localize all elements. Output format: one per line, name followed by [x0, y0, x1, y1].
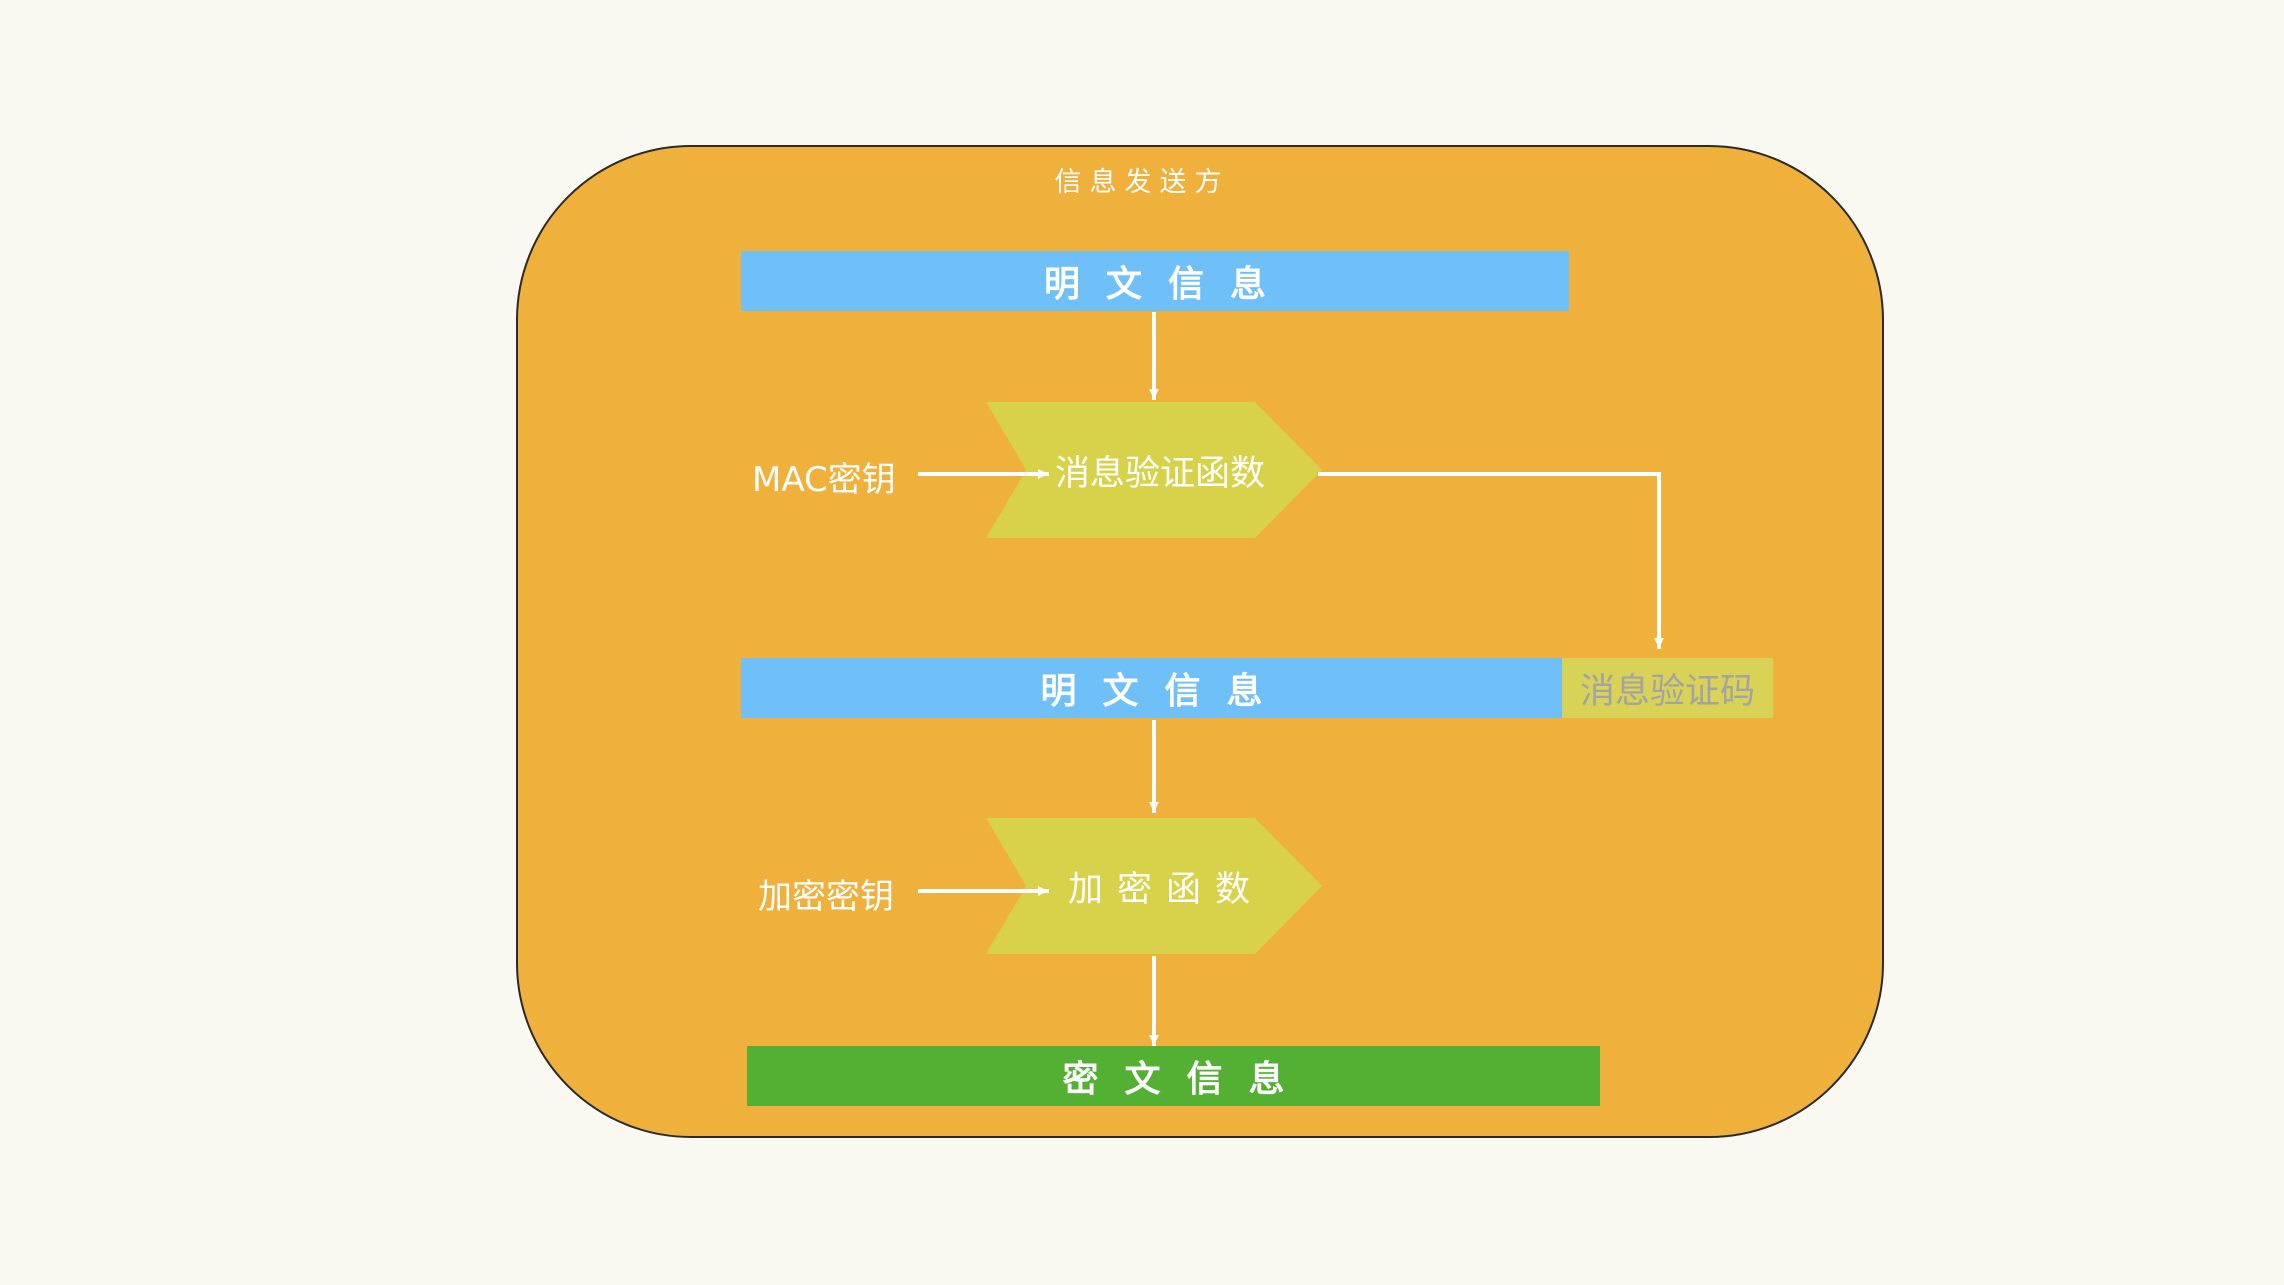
encrypt-function-label: 加密函数 [1067, 869, 1264, 910]
mac-function-label: 消息验证函数 [1054, 453, 1265, 494]
plaintext-top-bar: 明文信息 [741, 251, 1569, 311]
mac-key-label: MAC密钥 [752, 460, 896, 500]
encrypt-function-chevron: 加密函数 [986, 818, 1322, 954]
encrypt-key-label: 加密密钥 [758, 877, 894, 917]
plaintext-middle-bar: 明文信息 [741, 658, 1562, 718]
sender-panel-title: 信息发送方 [1054, 167, 1230, 198]
mac-code-box: 消息验证码 [1562, 658, 1773, 718]
mac-function-chevron: 消息验证函数 [986, 402, 1322, 538]
ciphertext-bar: 密文信息 [747, 1046, 1600, 1106]
